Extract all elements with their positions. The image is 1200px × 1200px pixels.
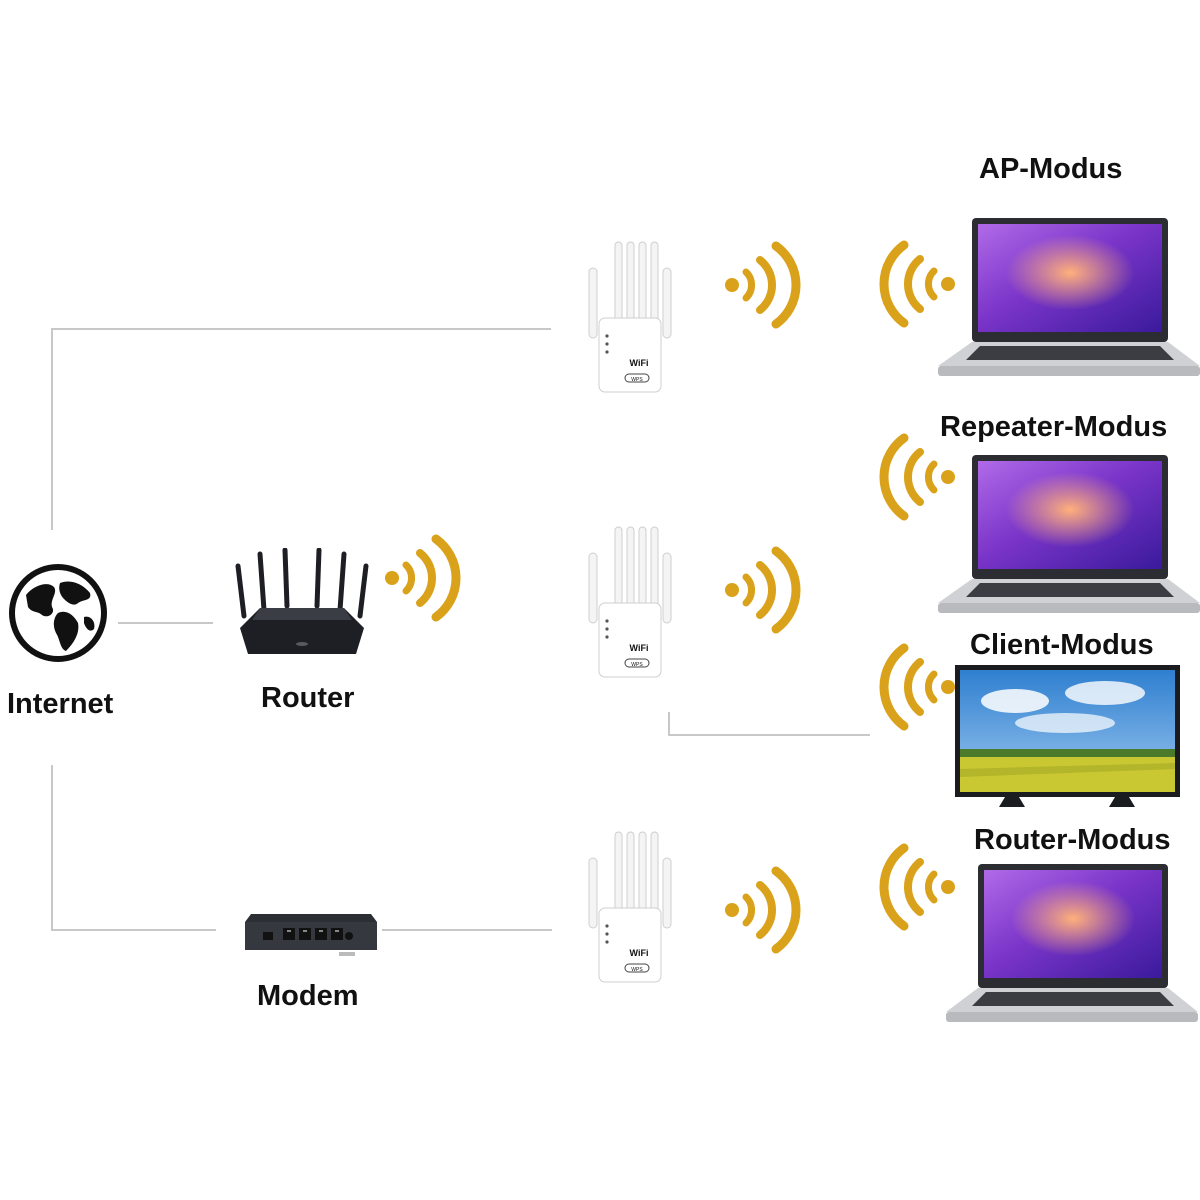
- wifi-extender-icon: WiFi WPS: [585, 525, 675, 680]
- wifi-signal-icon: [878, 640, 958, 735]
- wifi-extender-icon: WiFi WPS: [585, 830, 675, 985]
- laptop-icon: [938, 216, 1200, 384]
- router-label: Router: [261, 682, 355, 714]
- wifi-signal-icon: [722, 238, 802, 333]
- wifi-signal-icon: [382, 533, 462, 623]
- wifi-signal-icon: [878, 237, 958, 332]
- wifi-signal-icon: [722, 863, 802, 958]
- internet-label: Internet: [7, 688, 114, 720]
- wire-internet-down: [51, 765, 53, 930]
- laptop-icon: [938, 862, 1200, 1030]
- globe-icon: [8, 563, 108, 663]
- extender-button-text: WPS: [631, 662, 643, 668]
- tv-icon: [955, 665, 1180, 810]
- modem-icon: [243, 908, 379, 958]
- wire-internet-modem: [51, 929, 216, 931]
- laptop-icon: [938, 453, 1200, 621]
- modem-label: Modem: [257, 980, 359, 1012]
- wire-modem-extender: [382, 929, 552, 931]
- extender-brand-text: WiFi: [630, 948, 649, 958]
- extender-brand-text: WiFi: [630, 358, 649, 368]
- wire-to-ap-extender: [51, 328, 551, 330]
- wire-client-tv: [668, 734, 870, 736]
- extender-button-text: WPS: [631, 377, 643, 383]
- router-icon: [232, 548, 372, 663]
- wifi-extender-icon: WiFi WPS: [585, 240, 675, 395]
- client-mode-label: Client-Modus: [970, 629, 1154, 661]
- wifi-signal-icon: [878, 430, 958, 525]
- extender-button-text: WPS: [631, 967, 643, 973]
- wire-internet-up: [51, 328, 53, 530]
- repeater-mode-label: Repeater-Modus: [940, 411, 1168, 443]
- wire-client-tv-vertical: [668, 712, 670, 736]
- router-mode-label: Router-Modus: [974, 824, 1171, 856]
- wifi-signal-icon: [722, 543, 802, 638]
- ap-mode-label: AP-Modus: [979, 153, 1123, 185]
- wifi-signal-icon: [878, 840, 958, 935]
- wire-internet-router: [118, 622, 213, 624]
- extender-brand-text: WiFi: [630, 643, 649, 653]
